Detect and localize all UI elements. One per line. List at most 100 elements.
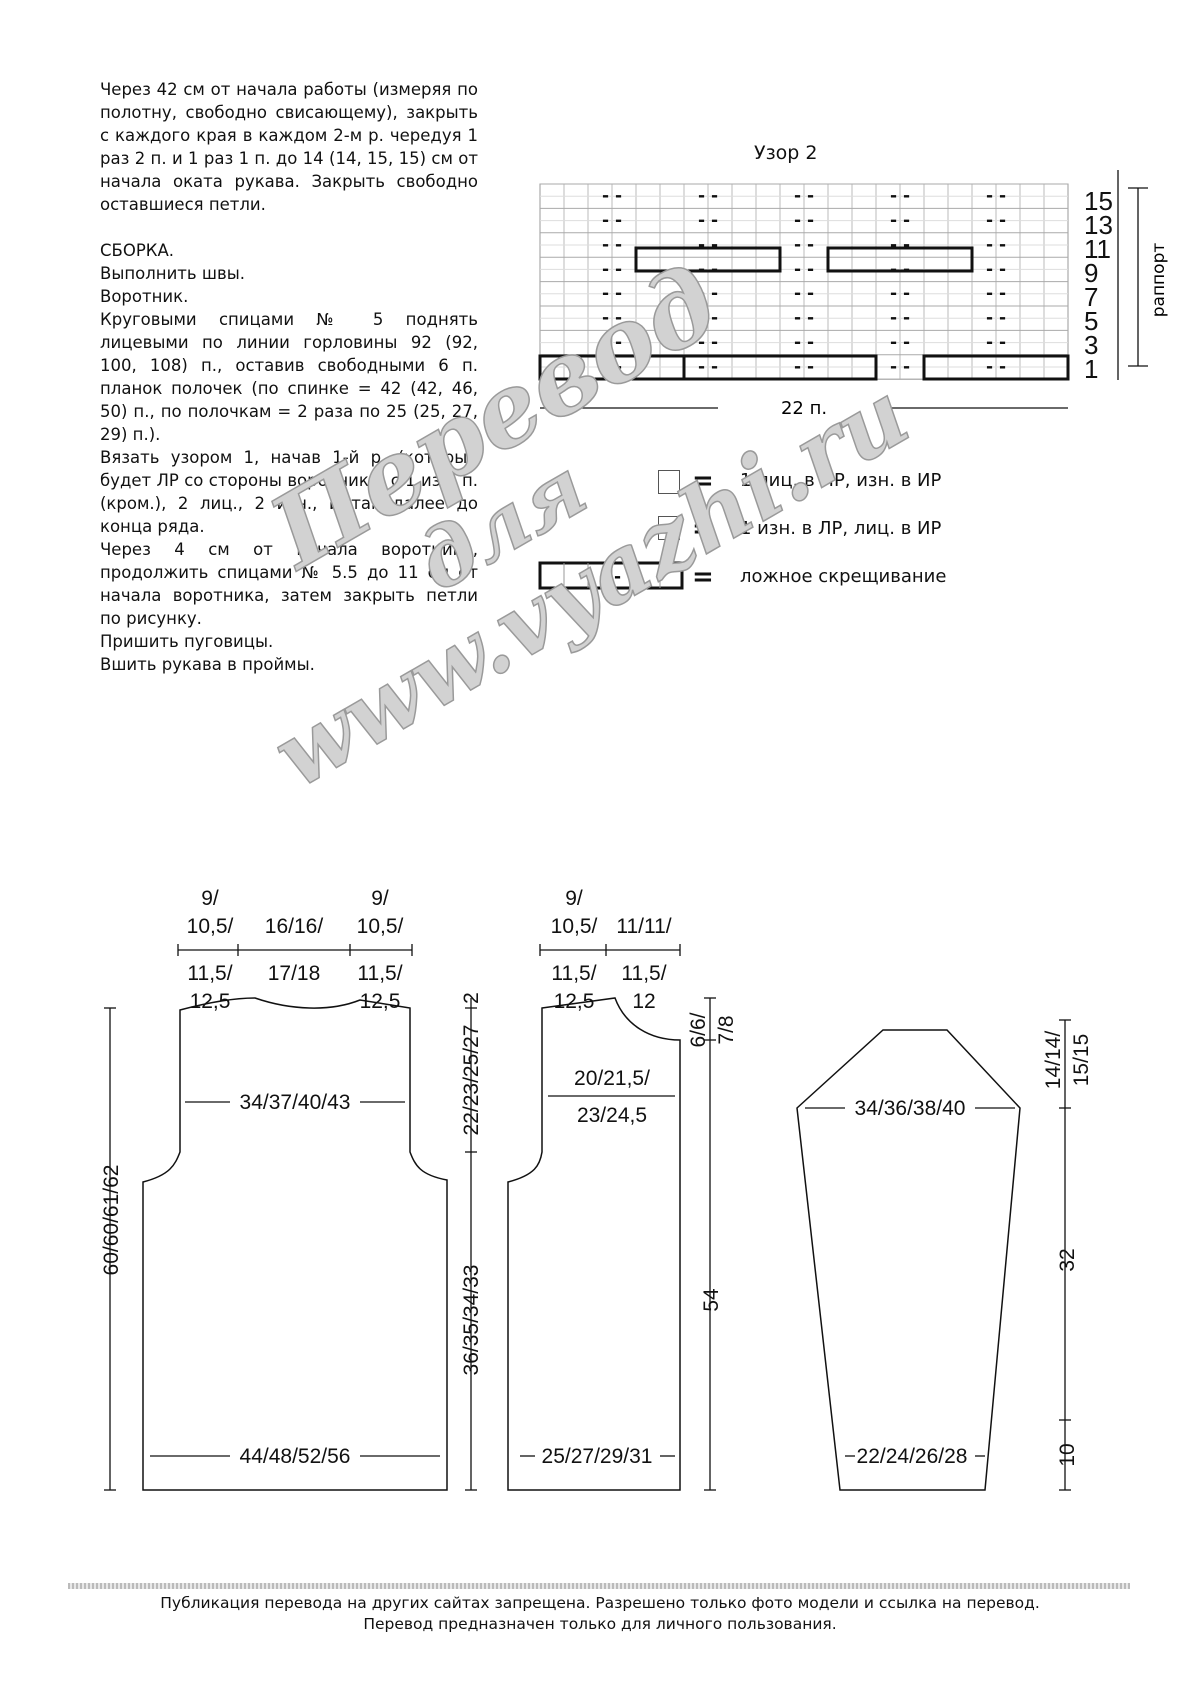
legend-knit-text: 1 лиц. в ЛР, изн. в ИР <box>740 470 942 491</box>
front-shoulder-3: 11,5/ <box>551 962 596 985</box>
chart-purl-mark: - - <box>794 284 814 304</box>
back-shoulder-4: 12,5 <box>190 990 231 1013</box>
back-body-length: 36/35/34/33 <box>460 1265 483 1376</box>
chart-purl-mark: - - <box>986 259 1006 279</box>
paragraph-collar-pattern: Вязать узором 1, начав 1-й р. (который б… <box>100 448 478 536</box>
repeat-label-text: раппорт <box>1149 243 1169 318</box>
front-height: 54 <box>700 1288 723 1312</box>
sleeve-labels: 34/36/38/40 22/24/26/28 14/14/ 15/15 32 … <box>855 1031 1093 1468</box>
chart-purl-mark: - - <box>602 210 622 230</box>
chart-purl-marks: - - - - - - - - - - - - - - - - - - - - - - - - - - -… <box>602 186 1006 377</box>
chart-purl-mark: - - <box>794 332 814 352</box>
sleeve-cap-2: 15/15 <box>1070 1034 1093 1087</box>
paragraph-collar-needles: Через 4 см от начала воротника, продолжи… <box>100 540 478 628</box>
pattern-title: Узор 2 <box>754 142 818 164</box>
sleeve-bottom-width: 22/24/26/28 <box>857 1445 968 1468</box>
back-neck-2: 17/18 <box>268 962 321 985</box>
front-neck-3: 12 <box>632 990 655 1013</box>
front-chest-1: 20/21,5/ <box>574 1067 650 1090</box>
chart-purl-mark: - - <box>698 357 718 377</box>
paragraph-sleeve-cap: Через 42 см от начала работы (измеряя по… <box>100 80 478 214</box>
chart-purl-mark: - - <box>698 186 718 206</box>
chart-purl-mark: - - <box>986 235 1006 255</box>
back-armhole: 22/23/25/27 <box>460 1025 483 1136</box>
cross-box-row1-c <box>922 354 1070 381</box>
row-number-11: 11 <box>1084 234 1111 264</box>
chart-purl-mark: - - <box>986 210 1006 230</box>
front-shoulder-4: 12,5 <box>554 990 595 1013</box>
legend-cross-symbol: - - <box>538 561 684 590</box>
sleeve-schematic <box>796 1019 1071 1491</box>
front-neck-depth-2: 7/8 <box>715 1015 738 1044</box>
chart-grid <box>539 183 1069 380</box>
front-bottom-width: 25/27/29/31 <box>542 1445 653 1468</box>
instructions-text: Через 42 см от начала работы (измеряя по… <box>100 78 478 676</box>
chart-purl-mark: - - <box>794 186 814 206</box>
chart-purl-mark: - - <box>890 259 910 279</box>
front-labels: 9/ 10,5/ 11,5/ 12,5 11/11/ 11,5/ 12 20/2… <box>542 887 738 1468</box>
cross-box-row9-right <box>826 246 974 273</box>
chart-purl-mark: - - <box>794 210 814 230</box>
chart-purl-mark: - - <box>986 357 1006 377</box>
back-shoulder-1: 9/ <box>201 887 219 910</box>
chart-purl-mark: - - <box>602 259 622 279</box>
row-number-13: 13 <box>1084 210 1113 240</box>
footer-line-2: Перевод предназначен только для личного … <box>363 1615 837 1633</box>
legend-equals-3: = <box>692 562 714 592</box>
front-schematic <box>507 944 716 1491</box>
chart-purl-mark: - - <box>698 284 718 304</box>
legend-equals-2: = <box>692 514 714 544</box>
chart-purl-mark: - - <box>698 332 718 352</box>
chart-purl-mark: - - <box>986 186 1006 206</box>
chart-purl-mark: - - <box>794 235 814 255</box>
row-numbers: 15 13 11 9 7 5 3 1 <box>1084 186 1113 384</box>
back-bottom-width: 44/48/52/56 <box>240 1445 351 1468</box>
back-labels: 9/ 10,5/ 11,5/ 12,5 16/16/ 17/18 9/ 10,5… <box>100 887 483 1468</box>
chart-purl-mark: - - <box>986 284 1006 304</box>
row-number-9: 9 <box>1084 258 1098 288</box>
chart-purl-mark: - - <box>890 308 910 328</box>
legend-equals-1: = <box>692 466 714 496</box>
back-height: 60/60/61/62 <box>100 1165 123 1276</box>
paragraph-seams: Выполнить швы. <box>100 264 245 283</box>
back-shoulder-r-1: 9/ <box>371 887 389 910</box>
back-shoulder-r-4: 12,5 <box>360 990 401 1013</box>
chart-purl-mark: - - <box>698 259 718 279</box>
cross-box-row9-left <box>634 246 782 273</box>
chart-purl-mark: - - <box>794 308 814 328</box>
paragraph-collar-heading: Воротник. <box>100 287 189 306</box>
chart-purl-mark: - - <box>698 308 718 328</box>
chart-purl-mark: - - <box>890 186 910 206</box>
paragraph-buttons: Пришить пуговицы. <box>100 632 274 651</box>
chart-purl-mark: - - <box>602 186 622 206</box>
back-shoulder-r-2: 10,5/ <box>357 915 404 938</box>
chart-purl-mark: - - <box>890 284 910 304</box>
footer-line-1: Публикация перевода на других сайтах зап… <box>160 1594 1040 1612</box>
legend-cross-text: ложное скрещивание <box>740 566 947 587</box>
footer-divider <box>68 1583 1130 1589</box>
row-number-5: 5 <box>1084 306 1098 336</box>
chart-purl-mark: - - <box>602 332 622 352</box>
sleeve-cuff-length: 10 <box>1056 1443 1079 1466</box>
chart-purl-mark: - - <box>986 308 1006 328</box>
chart-purl-mark: - - <box>890 210 910 230</box>
sleeve-cap-1: 14/14/ <box>1042 1031 1065 1090</box>
legend-purl-text: 1 изн. в ЛР, лиц. в ИР <box>740 518 942 539</box>
row-number-3: 3 <box>1084 330 1098 360</box>
back-schematic <box>104 944 477 1491</box>
chart-purl-mark: - - <box>698 235 718 255</box>
front-shoulder-1: 9/ <box>565 887 583 910</box>
legend-cross-dashes: - - <box>601 567 621 587</box>
chart-purl-mark: - - <box>698 210 718 230</box>
chart-purl-mark: - - <box>602 284 622 304</box>
sleeve-upper-width: 34/36/38/40 <box>855 1097 966 1120</box>
back-shoulder-3: 11,5/ <box>187 962 232 985</box>
front-neck-2: 11,5/ <box>621 962 666 985</box>
chart-purl-mark: - - <box>986 332 1006 352</box>
sleeve-mid-length: 32 <box>1056 1248 1079 1271</box>
width-label: 22 п. <box>781 398 827 419</box>
garment-schematics: 9/ 10,5/ 11,5/ 12,5 16/16/ 17/18 9/ 10,5… <box>100 887 1093 1491</box>
legend-knit-symbol <box>658 470 680 494</box>
back-shoulder-r-3: 11,5/ <box>357 962 402 985</box>
row-number-15: 15 <box>1084 186 1113 216</box>
